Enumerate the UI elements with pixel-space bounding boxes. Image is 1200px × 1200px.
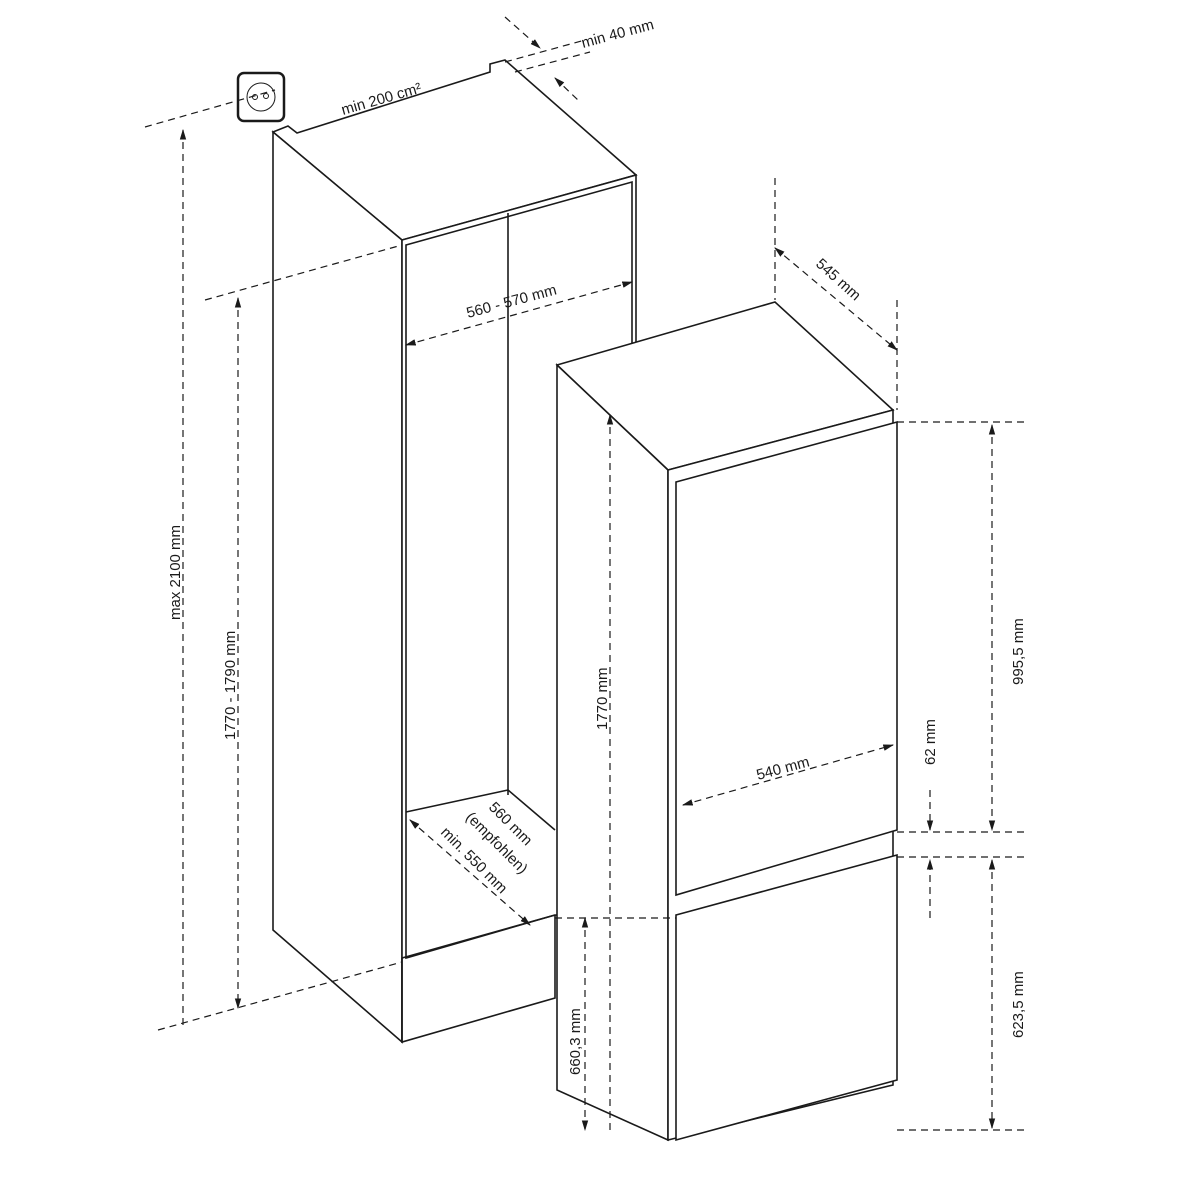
fridge-upper-door <box>675 420 898 897</box>
label-max-height: max 2100 mm <box>167 525 184 620</box>
label-min-clearance-top: min 40 mm <box>580 16 656 52</box>
label-appliance-depth: 545 mm <box>812 255 864 304</box>
label-upper-door-height: 995,5 mm <box>1010 618 1027 685</box>
cabinet-side <box>272 130 403 1044</box>
label-lower-door-offset: 660,3 mm <box>567 1008 584 1075</box>
power-socket-icon <box>236 71 286 123</box>
dimension-lines <box>144 16 1025 1132</box>
label-niche-height: 1770 - 1790 mm <box>222 631 239 740</box>
fridge-lower-door <box>675 853 898 1142</box>
cabinet-floor-back <box>405 789 509 813</box>
label-lower-door-height: 623,5 mm <box>1010 971 1027 1038</box>
label-appliance-height: 1770 mm <box>594 667 611 730</box>
label-door-gap: 62 mm <box>922 719 939 765</box>
cabinet-floor-side <box>507 789 556 831</box>
